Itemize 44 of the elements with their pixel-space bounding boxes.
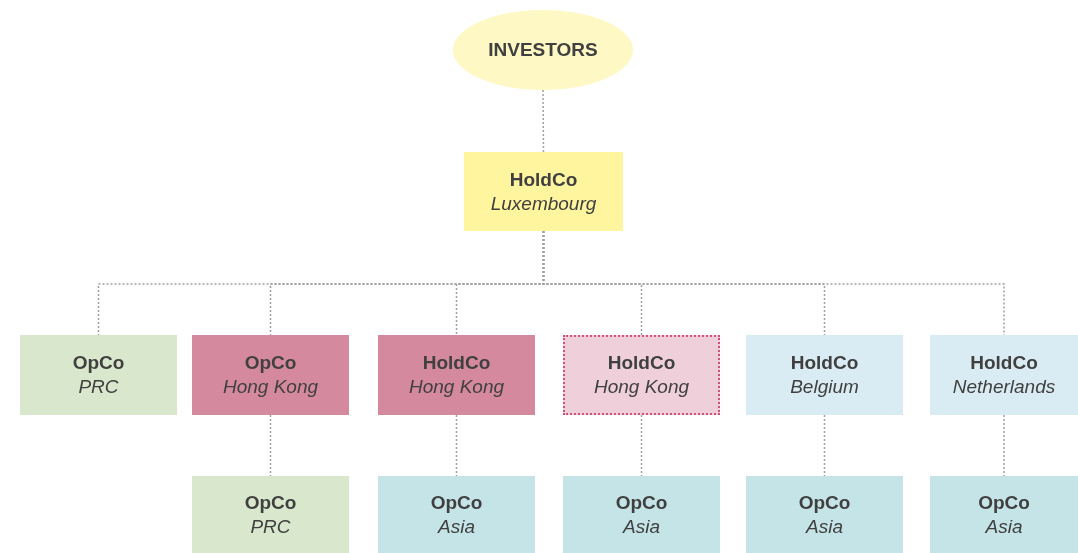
entity-location: Hong Kong: [222, 375, 319, 399]
entity-location: Hong Kong: [593, 375, 690, 399]
entity-location: Asia: [438, 514, 475, 539]
entity-box: [746, 335, 903, 415]
entity-box: [563, 476, 720, 553]
entity-box: [378, 476, 535, 553]
entity-location: PRC: [78, 375, 119, 399]
entity-box: [930, 476, 1078, 553]
connector-line: [542, 230, 1005, 336]
entity-name: HoldCo: [607, 351, 676, 375]
entity-location: Netherlands: [952, 375, 1056, 399]
connector-line: [269, 414, 272, 477]
entity-box: [192, 476, 349, 553]
entity-location: PRC: [250, 514, 291, 539]
connector-line: [542, 89, 545, 153]
entity-name: OpCo: [978, 490, 1030, 515]
entity-box: [746, 476, 903, 553]
entity-name: HoldCo: [970, 351, 1038, 375]
entity-location: Asia: [623, 514, 660, 539]
entity-box: [464, 152, 623, 231]
entity-name: OpCo: [798, 490, 851, 515]
entity-location: Luxembourg: [490, 191, 597, 216]
entity-box: [563, 335, 720, 415]
entity-location: Asia: [806, 514, 843, 539]
entity-name: OpCo: [72, 351, 125, 375]
connector-line: [823, 414, 826, 477]
entity-name: HoldCo: [790, 351, 859, 375]
entity-box: [378, 335, 535, 415]
entity-location: Belgium: [790, 375, 859, 399]
entity-box: [20, 335, 177, 415]
entity-name: HoldCo: [422, 351, 491, 375]
connector-line: [640, 414, 643, 477]
entity-location: Hong Kong: [408, 375, 505, 399]
entity-location: Asia: [985, 514, 1023, 539]
entity-name: OpCo: [244, 490, 297, 515]
connector-line: [1003, 414, 1005, 477]
entity-box: [192, 335, 349, 415]
entity-name: INVESTORS: [488, 38, 598, 62]
entity-box: [930, 335, 1078, 415]
entity-name: OpCo: [430, 490, 483, 515]
entity-name: OpCo: [244, 351, 297, 375]
connector-line: [455, 414, 458, 477]
entity-name: HoldCo: [509, 167, 578, 192]
entity-name: OpCo: [615, 490, 668, 515]
